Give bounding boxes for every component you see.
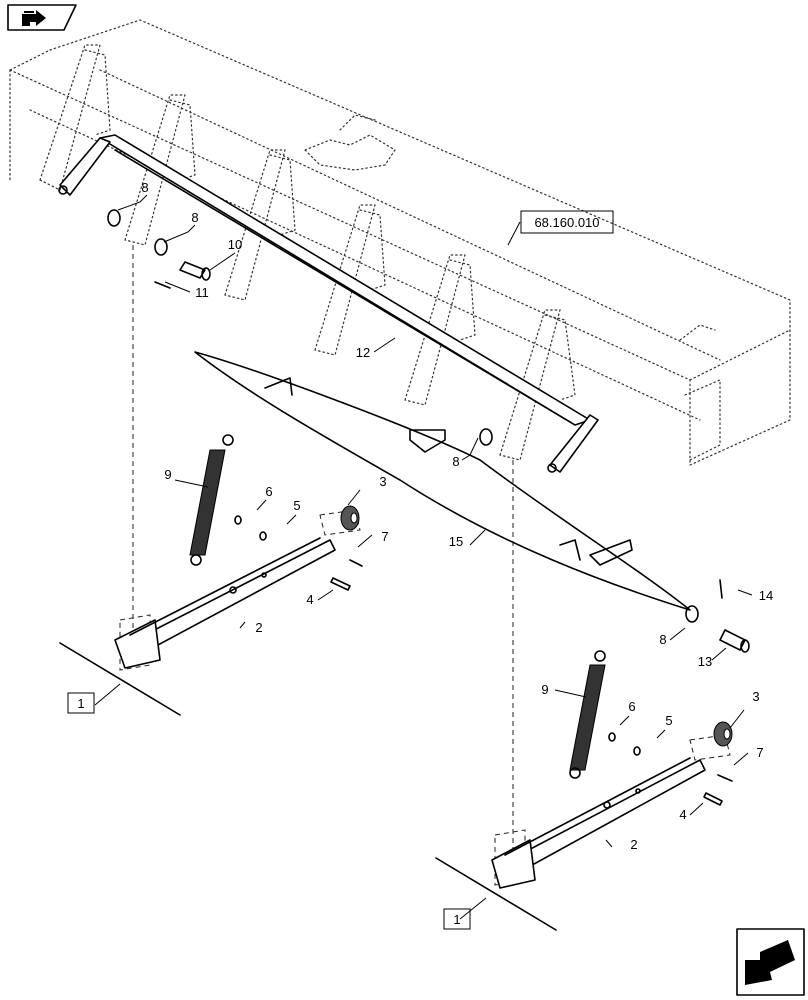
callout-14: 14 (759, 588, 773, 603)
callout-labels: 1 1 2 2 3 3 4 4 5 5 6 6 7 7 8 8 8 8 9 9 … (67, 180, 773, 930)
callout-11: 11 (195, 285, 209, 300)
callout-2-left: 2 (255, 620, 262, 635)
callout-8-c: 8 (452, 454, 459, 469)
spring-lower (569, 650, 606, 779)
hardware-left (234, 505, 363, 591)
callout-13: 13 (698, 654, 712, 669)
reference-code: 68.160.010 (534, 215, 599, 230)
callout-8-a: 8 (141, 180, 148, 195)
callout-8-b: 8 (191, 210, 198, 225)
callout-8-d: 8 (659, 632, 666, 647)
ground-lines (59, 642, 557, 931)
callout-1-left: 1 (77, 696, 84, 711)
reference-box[interactable] (520, 210, 614, 234)
hardware-upper (107, 209, 699, 623)
callout-9-upper: 9 (164, 467, 171, 482)
leader-lines (94, 194, 753, 920)
next-page-arrow-icon[interactable] (736, 928, 805, 996)
callout-6-right: 6 (628, 699, 635, 714)
callout-2-right: 2 (630, 837, 637, 852)
callout-6-left: 6 (265, 484, 272, 499)
hardware-right (608, 579, 750, 806)
callout-4-right: 4 (679, 807, 686, 822)
callout-12: 12 (356, 345, 370, 360)
callout-10: 10 (228, 237, 242, 252)
callout-7-left: 7 (381, 529, 388, 544)
arm-upper (114, 537, 336, 669)
callout-1-right: 1 (453, 912, 460, 927)
frame-phantom-outline (9, 19, 791, 466)
shaft (58, 134, 599, 473)
callout-4-left: 4 (306, 592, 313, 607)
callout-3-right: 3 (752, 689, 759, 704)
spring-upper (189, 434, 234, 566)
phantom-arms (39, 44, 576, 461)
callout-15: 15 (449, 534, 463, 549)
previous-page-arrow-icon[interactable] (7, 4, 77, 31)
callout-5-left: 5 (293, 498, 300, 513)
ref-box-1-left[interactable] (67, 692, 95, 714)
arm-lower (491, 757, 706, 889)
callout-5-right: 5 (665, 713, 672, 728)
callout-9-lower: 9 (541, 682, 548, 697)
callout-7-right: 7 (756, 745, 763, 760)
ref-box-1-right[interactable] (443, 908, 471, 930)
callout-3-left: 3 (379, 474, 386, 489)
blade (194, 351, 691, 611)
